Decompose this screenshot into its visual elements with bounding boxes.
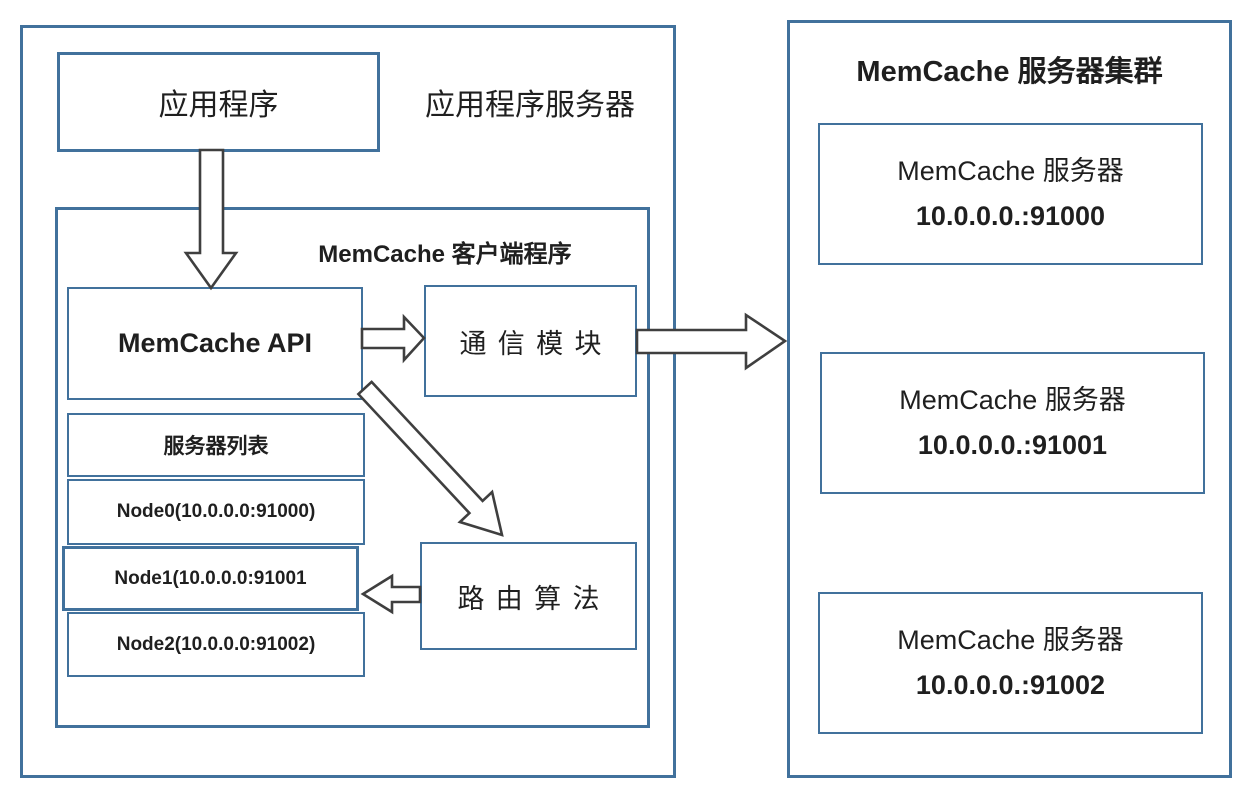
- memcache-server-3-address: 10.0.0.0.:91002: [915, 670, 1106, 700]
- memcache-server-box-3: MemCache 服务器 10.0.0.0.:91002: [818, 592, 1203, 734]
- application-box-label: 应用程序: [158, 89, 279, 122]
- memcache-api-box: MemCache API: [67, 287, 363, 400]
- server-list-node0-box: Node0(10.0.0.0:91000): [67, 479, 365, 545]
- server-list-header-label: 服务器列表: [163, 435, 269, 458]
- application-server-container-box: [20, 25, 676, 778]
- memcache-server-1-name: MemCache 服务器: [897, 156, 1124, 187]
- memcache-server-box-2: MemCache 服务器 10.0.0.0.:91001: [820, 352, 1205, 494]
- memcache-server-2-address: 10.0.0.0.:91001: [917, 430, 1108, 460]
- memcache-server-1-address: 10.0.0.0.:91000: [915, 201, 1106, 231]
- application-box: 应用程序: [57, 52, 380, 152]
- routing-algorithm-label: 路由算法: [457, 583, 611, 614]
- memcache-cluster-title: MemCache 服务器集群: [856, 56, 1163, 88]
- server-list-node0-label: Node0(10.0.0.0:91000): [116, 501, 316, 522]
- memcache-server-2-name: MemCache 服务器: [899, 385, 1126, 416]
- server-list-node1-box: Node1(10.0.0.0:91001: [62, 546, 359, 611]
- communication-module-label: 通信模块: [459, 328, 613, 359]
- memcache-server-box-1: MemCache 服务器 10.0.0.0.:91000: [818, 123, 1203, 265]
- server-list-node2-box: Node2(10.0.0.0:91002): [67, 612, 365, 677]
- application-server-label: 应用程序服务器: [425, 89, 635, 122]
- memcache-api-label: MemCache API: [117, 328, 313, 358]
- memcache-client-label: MemCache 客户端程序: [318, 241, 572, 268]
- server-list-node1-label: Node1(10.0.0.0:91001: [114, 567, 307, 589]
- memcache-client-container-box: [55, 207, 650, 728]
- memcache-cluster-container-box: [787, 20, 1232, 778]
- server-list-node2-label: Node2(10.0.0.0:91002): [116, 633, 316, 655]
- routing-algorithm-box: 路由算法: [420, 542, 637, 650]
- communication-module-box: 通信模块: [424, 285, 637, 397]
- server-list-header-box: 服务器列表: [67, 413, 365, 477]
- memcache-server-3-name: MemCache 服务器: [897, 625, 1124, 656]
